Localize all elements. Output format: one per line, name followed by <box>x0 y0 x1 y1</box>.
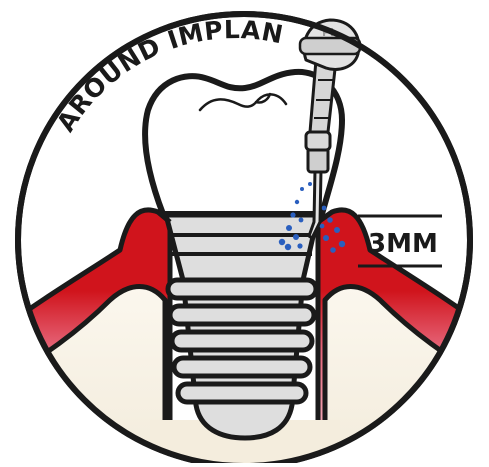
depth-label: 3MM <box>368 229 438 259</box>
